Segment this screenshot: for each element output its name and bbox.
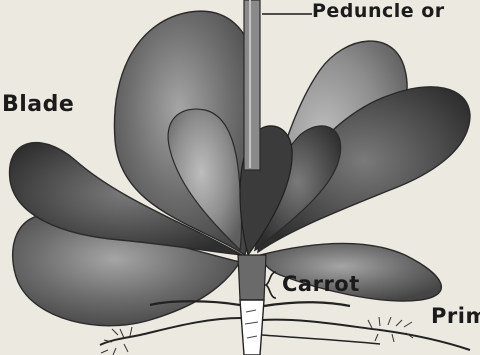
carrot-crown bbox=[238, 255, 266, 300]
blade-label: Blade bbox=[2, 92, 74, 117]
peduncle-stalk bbox=[244, 0, 260, 170]
carrot-root bbox=[240, 300, 264, 355]
carrot-label: Carrot bbox=[282, 272, 360, 296]
primary-root-label: Prim bbox=[431, 304, 480, 328]
peduncle-label: Peduncle or bbox=[312, 0, 445, 22]
